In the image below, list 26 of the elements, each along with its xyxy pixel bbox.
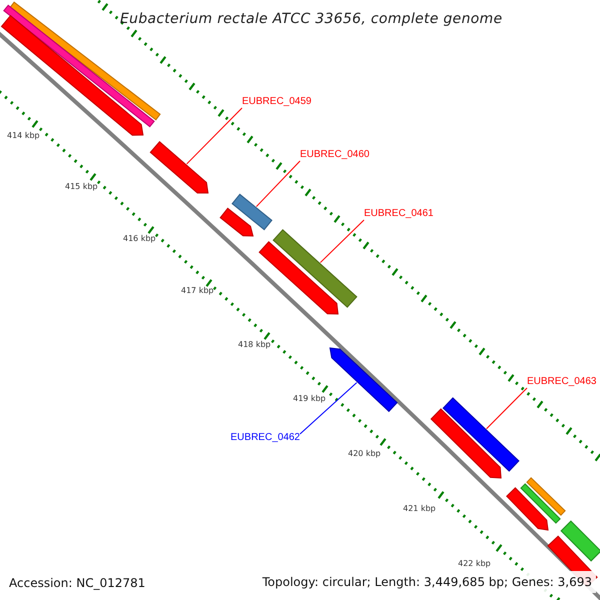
scale-label: 422 kbp bbox=[458, 559, 491, 569]
title: Eubacterium rectale ATCC 33656, complete genome bbox=[120, 10, 502, 29]
gene-block bbox=[232, 194, 272, 230]
scale-label: 417 kbp bbox=[181, 286, 214, 296]
leader-line bbox=[186, 108, 242, 164]
gene-block bbox=[150, 141, 209, 194]
gene-block bbox=[329, 347, 398, 412]
leader-line bbox=[256, 160, 300, 208]
scale-label: 418 kbp bbox=[238, 340, 271, 350]
gene-label: EUBREC_0460 bbox=[300, 149, 370, 161]
leader-line bbox=[486, 388, 528, 430]
scale-label: 419 kbp bbox=[293, 394, 326, 404]
accession-text: Accession: NC_012781 bbox=[9, 575, 146, 592]
leader-line bbox=[320, 220, 364, 264]
gene-label: EUBREC_0459 bbox=[242, 96, 312, 108]
scale-label: 421 kbp bbox=[403, 504, 436, 514]
scale-label: 414 kbp bbox=[7, 131, 40, 141]
scale-label: 416 kbp bbox=[123, 234, 156, 244]
gene-block bbox=[442, 397, 520, 472]
gene-block bbox=[272, 229, 358, 308]
leader-line bbox=[300, 382, 358, 434]
gene-label: EUBREC_0461 bbox=[364, 208, 434, 220]
gene-label: EUBREC_0462 bbox=[230, 432, 300, 444]
gene-label: EUBREC_0463 bbox=[527, 376, 596, 388]
scale-label: 420 kbp bbox=[348, 449, 381, 459]
scale-label: 415 kbp bbox=[65, 182, 98, 192]
